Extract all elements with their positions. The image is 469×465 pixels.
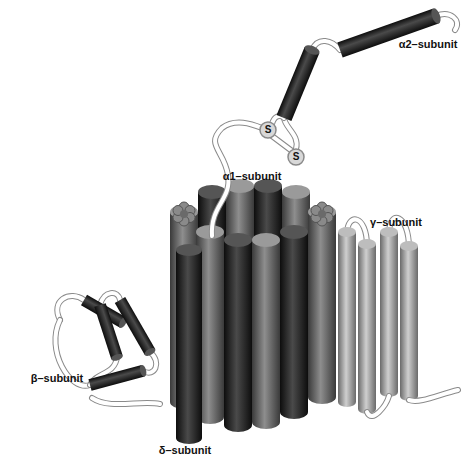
helix-cap xyxy=(139,364,148,377)
gamma-subunit xyxy=(338,218,458,416)
helix-cap xyxy=(282,185,310,199)
helix-cap xyxy=(176,244,202,256)
helix-cap xyxy=(224,233,252,247)
beta-subunit xyxy=(55,293,160,404)
loop xyxy=(92,398,160,404)
loop xyxy=(57,296,84,320)
helix-cap xyxy=(430,7,443,25)
helix xyxy=(115,297,157,358)
disulfide-label: S xyxy=(265,125,272,135)
disulfide-label: S xyxy=(293,152,300,162)
helix-body xyxy=(280,232,308,412)
disulfide-site xyxy=(288,149,304,165)
loop xyxy=(409,390,458,401)
subunit-label: β–subunit xyxy=(31,373,84,384)
petal xyxy=(180,210,188,218)
helix-cap xyxy=(252,233,280,247)
loop xyxy=(367,396,389,416)
loop xyxy=(409,390,458,401)
helix-base xyxy=(176,432,202,444)
alpha2-subunit xyxy=(212,7,457,236)
helix-body xyxy=(94,303,122,359)
helix-body xyxy=(224,240,252,425)
loop xyxy=(367,396,389,416)
loop xyxy=(57,296,84,320)
loop xyxy=(284,118,297,149)
delta-subunit xyxy=(176,244,202,444)
helix-cap xyxy=(110,353,123,362)
helix-base xyxy=(308,390,336,404)
helix-body xyxy=(400,246,418,396)
subunit-label: α1–subunit xyxy=(223,171,282,182)
subunit-label: α2–subunit xyxy=(399,39,458,50)
helix-body xyxy=(115,297,155,355)
disulfide-bond xyxy=(272,136,292,151)
helix-body xyxy=(176,250,202,438)
helix-cap xyxy=(143,346,156,357)
helix-cap xyxy=(400,241,418,251)
subunit-label: γ–subunit xyxy=(370,217,422,228)
helix-base xyxy=(338,397,356,407)
loop xyxy=(284,118,297,149)
helix-body xyxy=(338,232,356,402)
pore-rosette xyxy=(311,202,333,226)
helix-body xyxy=(252,240,280,422)
helix-body xyxy=(337,8,438,57)
helix-cap xyxy=(280,225,308,239)
loop xyxy=(92,398,160,404)
helix-base xyxy=(280,405,308,419)
helix xyxy=(337,7,442,57)
helix-base xyxy=(224,418,252,432)
helix-cap xyxy=(303,43,321,56)
helix-body xyxy=(308,212,336,397)
subunit-label: δ–subunit xyxy=(159,445,212,456)
helix-body xyxy=(358,244,376,409)
helix-body xyxy=(277,47,320,121)
helix xyxy=(88,364,147,391)
helix-base xyxy=(252,415,280,429)
helix-cap xyxy=(338,227,356,237)
disulfide-bond xyxy=(272,136,292,151)
helix-body xyxy=(380,232,398,392)
petal xyxy=(318,210,326,218)
helix-cap xyxy=(358,239,376,249)
pore-rosette xyxy=(173,202,195,226)
helix-body xyxy=(88,365,144,391)
helix-cap xyxy=(380,227,398,237)
helix xyxy=(277,43,321,121)
disulfide-site xyxy=(260,122,276,138)
helix xyxy=(94,303,123,362)
